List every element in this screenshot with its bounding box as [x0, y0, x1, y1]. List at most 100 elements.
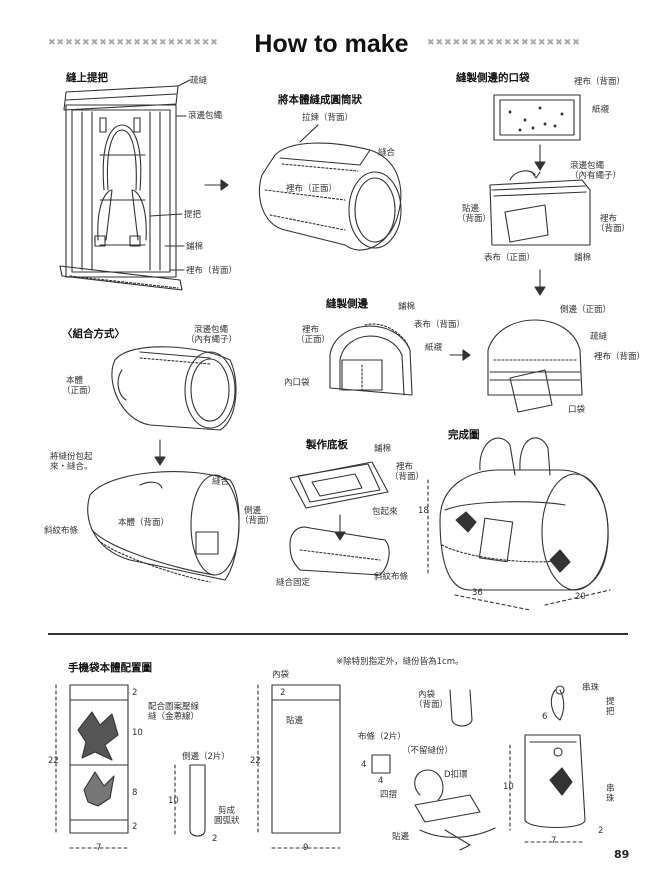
dim-phone-depth: 2: [598, 826, 604, 836]
label-body-front: （正面）: [62, 386, 97, 396]
label-handle-2: 把: [606, 707, 615, 717]
label-inner-pocket: 內口袋: [284, 378, 310, 388]
label-pocket-piping: 滾邊包繩: [570, 161, 605, 171]
label-facing: 貼邊: [462, 204, 480, 214]
label-handle: 提把: [184, 210, 202, 220]
label-asm-d-ring: D扣環: [444, 770, 468, 780]
dim-phone-width: 7: [551, 836, 557, 846]
header-decor-right: ✖✖✖✖✖✖✖✖✖✖✖✖✖✖✖✖✖✖: [427, 38, 581, 48]
sides-drawing: [329, 323, 471, 396]
label-pocket-batting: 鋪棉: [574, 253, 592, 263]
label-wrap-side: 側邊: [244, 506, 262, 516]
step-title-finished: 完成圖: [448, 429, 480, 441]
label-side-pocket: 口袋: [568, 405, 586, 415]
label-batting: 鋪棉: [186, 242, 204, 252]
label-bottom-lining: 裡布: [396, 462, 414, 472]
label-sides-interfacing: 紙襯: [425, 343, 443, 353]
label-wrap-side-back: （背面）: [240, 516, 275, 526]
section-divider: [48, 633, 628, 635]
label-bottom-batting: 鋪棉: [374, 444, 392, 454]
dim-side-height: 10: [168, 796, 179, 806]
dim-width: 20: [575, 592, 586, 602]
label-wrap-allowance: 將縫份包起: [50, 452, 93, 462]
label-gold-thread: 縫（金蔥線）: [148, 712, 200, 722]
label-side-basting: 疏縫: [590, 332, 608, 342]
step-title-side-pocket: 縫製側邊的口袋: [456, 72, 530, 84]
label-side-lining-back: 裡布（背面）: [594, 352, 646, 362]
label-outer-front: 表布（正面）: [484, 253, 536, 263]
label-sides-lining-front: （正面）: [296, 335, 331, 345]
dim-strap-height: 4: [361, 760, 367, 770]
label-facing-back: （背面）: [457, 214, 492, 224]
inner-pocket-drawing: [257, 684, 341, 849]
dim-layout-width: 7: [96, 843, 102, 853]
dim-phone-height: 10: [503, 782, 514, 792]
side-result-drawing: [487, 319, 583, 413]
label-sew-together: 縫合: [378, 148, 396, 158]
dim-layout-top: 2: [132, 688, 138, 698]
label-zipper-back: 拉鍊（背面）: [302, 113, 354, 123]
side-pocket-drawing: [489, 94, 591, 296]
phone-bag-title: 手機袋本體配置圖: [68, 662, 152, 674]
dim-length: 36: [472, 588, 483, 598]
label-lining-front: 裡布（正面）: [286, 184, 338, 194]
dim-height: 18: [418, 506, 429, 516]
label-pocket-lining-back: 裡布（背面）: [574, 77, 626, 87]
label-cut-into: 剪成: [218, 806, 236, 816]
label-sides-lining: 裡布: [302, 325, 320, 335]
label-beads-side-2: 珠: [606, 794, 615, 804]
label-body: 本體: [66, 376, 84, 386]
label-bottom-wrap: 包起來: [372, 507, 398, 517]
step-title-bottom: 製作底板: [306, 439, 348, 451]
dim-layout-bottom: 2: [132, 822, 138, 832]
dim-inner-height: 22: [250, 756, 261, 766]
label-quilting: 配合圖案壓線: [148, 702, 200, 712]
handle-panel-drawing: [59, 79, 191, 291]
label-side-front: 側邊（正面）: [560, 305, 612, 315]
seam-allowance-note: ※除特別指定外，縫份皆為1cm。: [336, 657, 464, 667]
label-beads-side-1: 串: [606, 784, 615, 794]
label-beads-top: 串珠: [582, 683, 600, 693]
label-asm-fold: 四摺: [380, 790, 398, 800]
dim-inner-top: 2: [280, 688, 286, 698]
bottom-drawing: [289, 461, 390, 576]
label-asm-facing: 貼邊: [392, 832, 410, 842]
assembly-drawing: [371, 689, 496, 851]
label-bottom-fix: 縫合固定: [276, 578, 311, 588]
finished-bag-drawing: [427, 437, 611, 611]
page-title: How to make: [254, 30, 409, 58]
step-title-combine: 〈組合方式〉: [62, 328, 125, 340]
label-rounded: 圓弧狀: [214, 816, 240, 826]
dim-strap-width: 4: [378, 776, 384, 786]
label-wrap-body-back: 本體（背面）: [118, 518, 170, 528]
step-title-sides: 縫製側邊: [326, 298, 368, 310]
label-combine-cord: （內有繩子）: [186, 335, 238, 345]
label-piping: 滾邊包繩: [188, 111, 223, 121]
dim-inner-width: 9: [303, 843, 309, 853]
label-combine-piping: 滾邊包繩: [194, 325, 229, 335]
label-side-2pcs: 側邊（2片）: [182, 752, 230, 762]
label-lining-back: 裡布（背面）: [186, 266, 238, 276]
dim-layout-upper: 10: [132, 728, 143, 738]
cylinder-drawing: [258, 124, 402, 251]
label-wrap-sew: 來・縫合。: [50, 462, 93, 472]
phone-bag-finished-drawing: [509, 685, 586, 843]
phone-bag-layout-drawing: [55, 684, 206, 849]
dim-layout-lower: 8: [132, 788, 138, 798]
label-pocket-cord-inside: （內有繩子）: [570, 171, 622, 181]
label-asm-inner-back: （背面）: [414, 700, 449, 710]
combine-drawing: [111, 346, 237, 466]
label-sides-outer-back: 表布（背面）: [414, 320, 466, 330]
label-asm-strap: 布條（2片）: [358, 732, 406, 742]
label-bottom-lining-back: （背面）: [390, 472, 425, 482]
header-decor-left: ✖✖✖✖✖✖✖✖✖✖✖✖✖✖✖✖✖✖✖✖: [48, 38, 219, 48]
label-wrap-sew-together: 縫合: [212, 477, 230, 487]
label-pocket-lining-back2: （背面）: [596, 224, 631, 234]
label-basting: 疏縫: [190, 76, 208, 86]
label-pocket-lining: 裡布: [600, 214, 618, 224]
label-wrap-bias-tape: 斜紋布條: [44, 526, 79, 536]
dim-phone-strap: 6: [542, 712, 548, 722]
label-sides-batting: 鋪棉: [398, 302, 416, 312]
label-bottom-bias: 斜紋布條: [374, 572, 409, 582]
